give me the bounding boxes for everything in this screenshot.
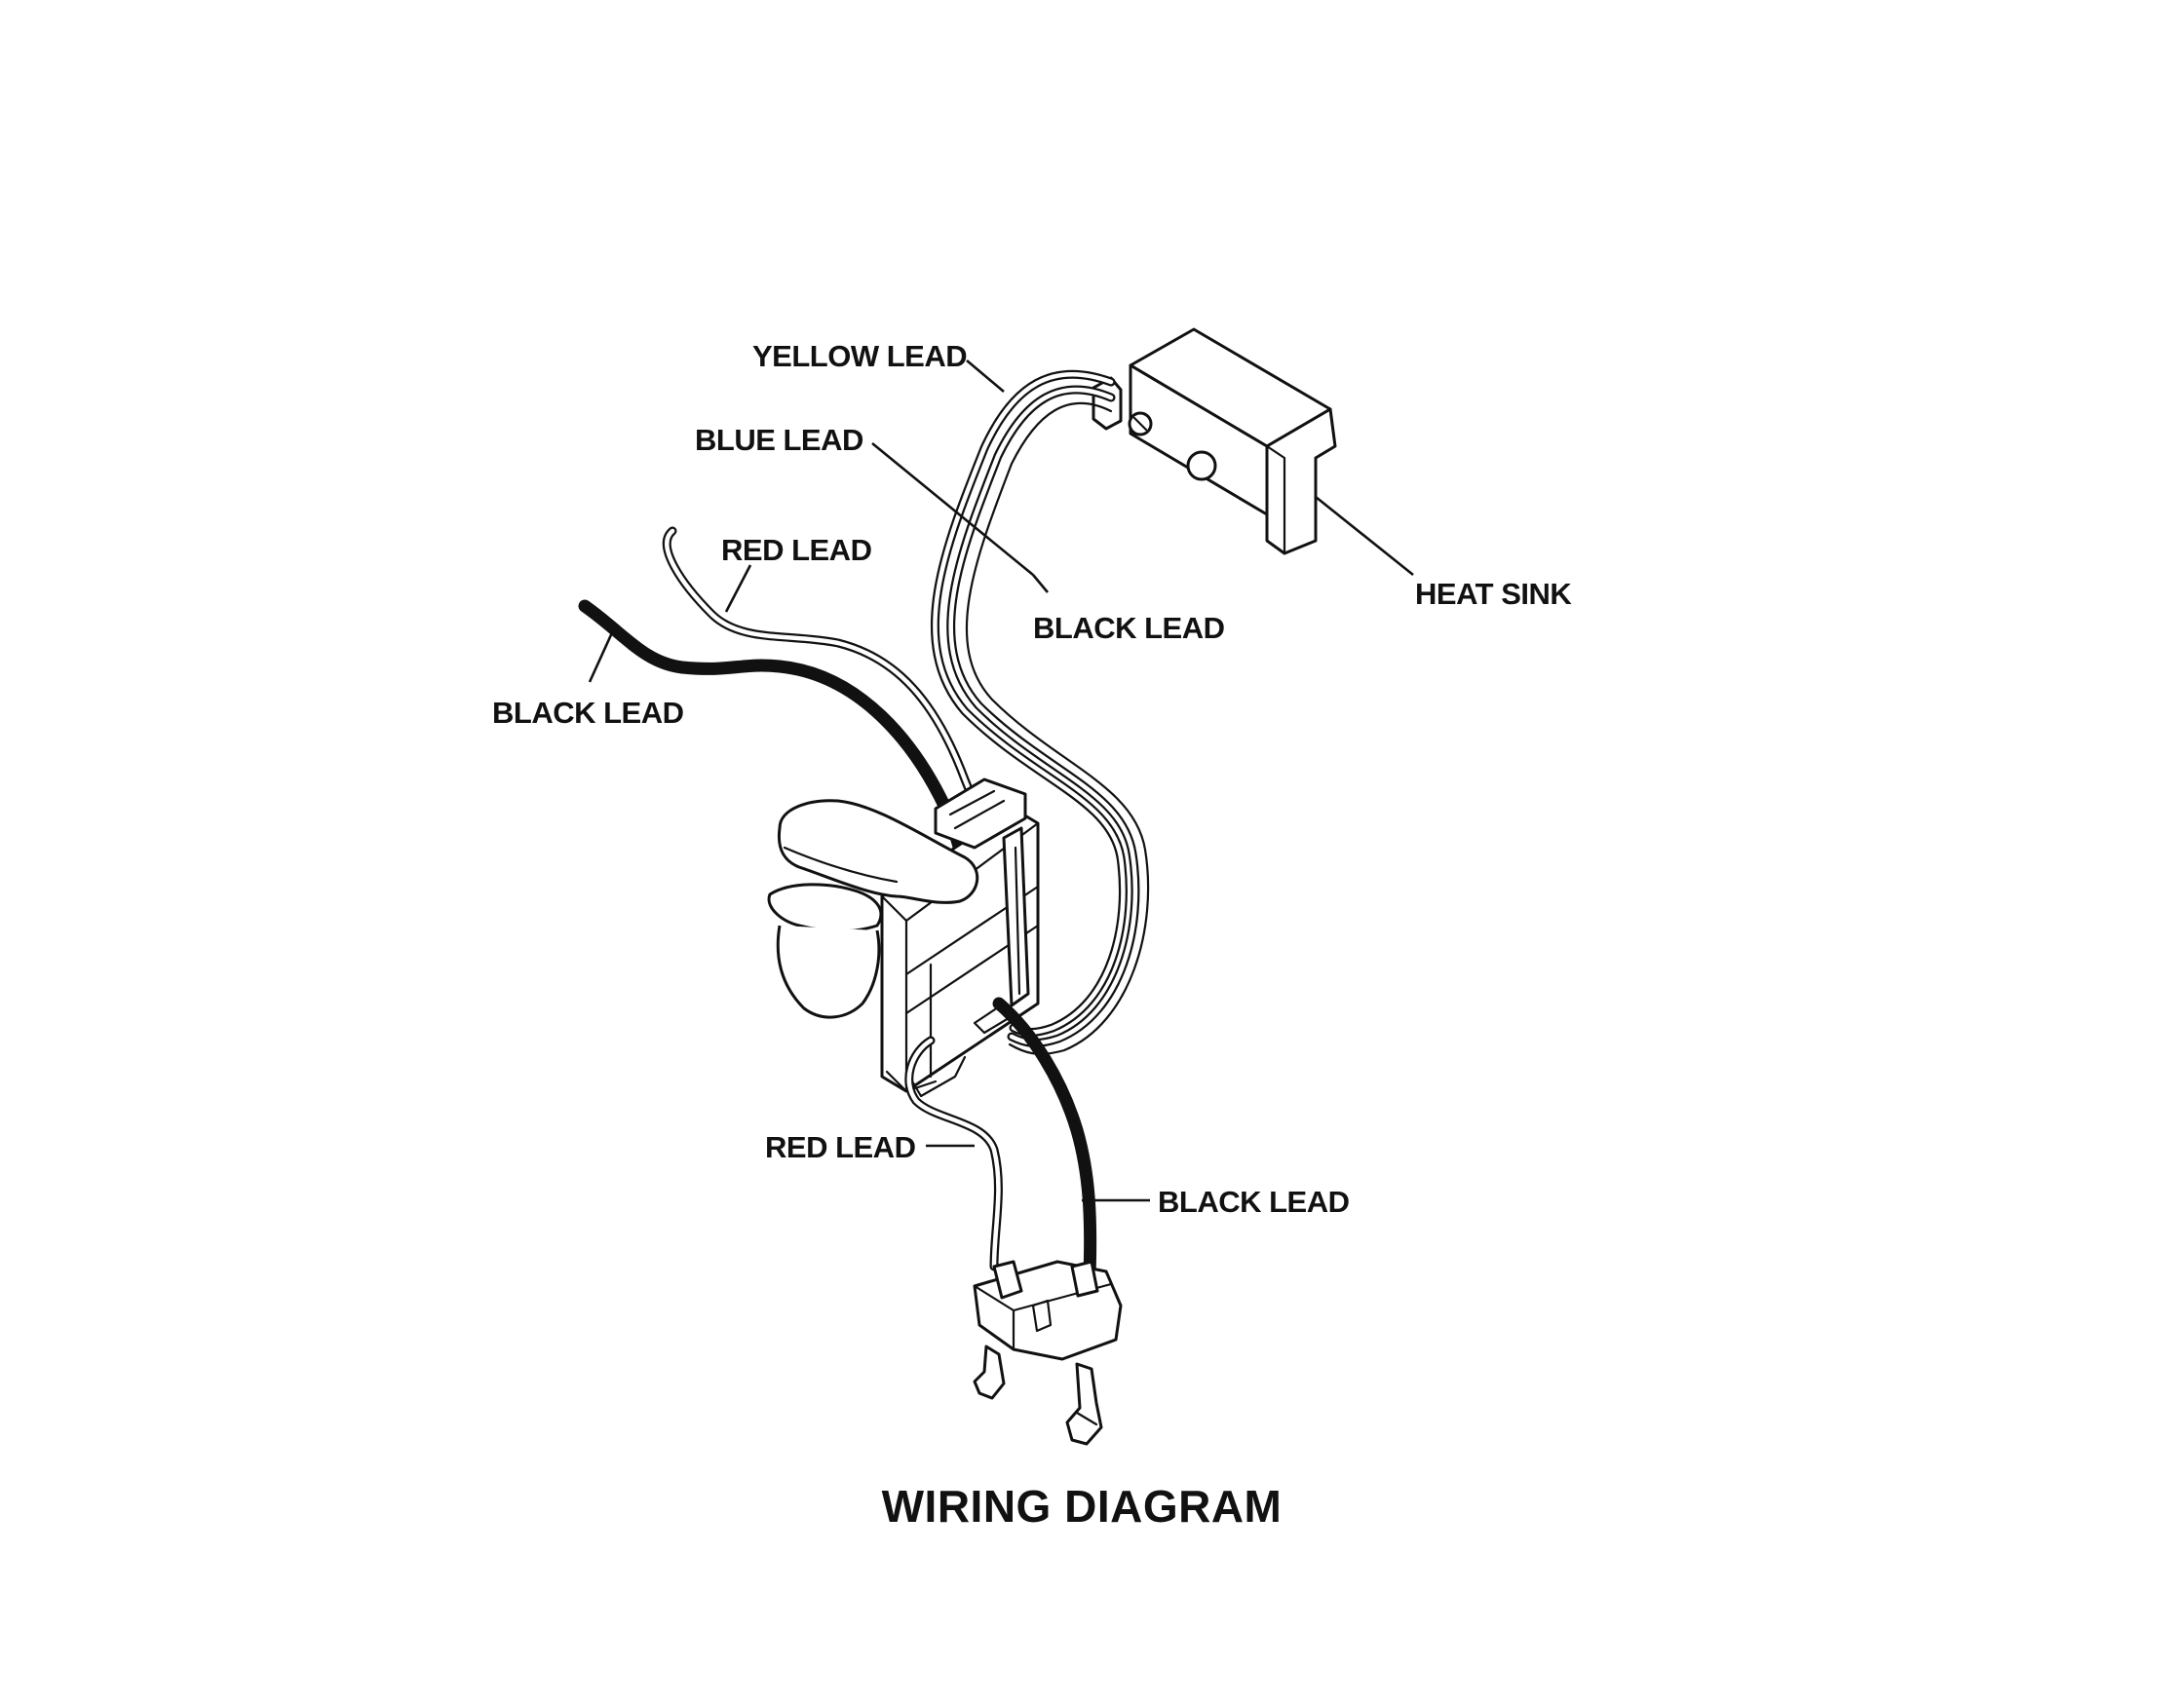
leader-lines xyxy=(588,360,1414,1202)
red-lead-top-wire xyxy=(662,526,987,828)
label-heat-sink: HEAT SINK xyxy=(1415,577,1572,611)
diagram-title: WIRING DIAGRAM xyxy=(882,1481,1283,1532)
trigger-switch xyxy=(767,777,1040,1098)
black-lead-bottom-wire xyxy=(992,997,1097,1283)
label-black-lead-mid: BLACK LEAD xyxy=(1033,611,1225,645)
label-black-lead-left: BLACK LEAD xyxy=(492,696,684,730)
heat-sink xyxy=(1092,327,1337,555)
red-lead-bottom-wire xyxy=(904,1036,1003,1271)
label-red-lead-bottom: RED LEAD xyxy=(765,1130,916,1164)
label-blue-lead: BLUE LEAD xyxy=(695,423,863,457)
label-red-lead-top: RED LEAD xyxy=(721,533,872,567)
label-yellow-lead: YELLOW LEAD xyxy=(752,339,967,373)
label-black-lead-bottom: BLACK LEAD xyxy=(1158,1185,1350,1219)
terminal-connector xyxy=(973,1260,1123,1446)
heat-sink-leads xyxy=(930,369,1150,1055)
